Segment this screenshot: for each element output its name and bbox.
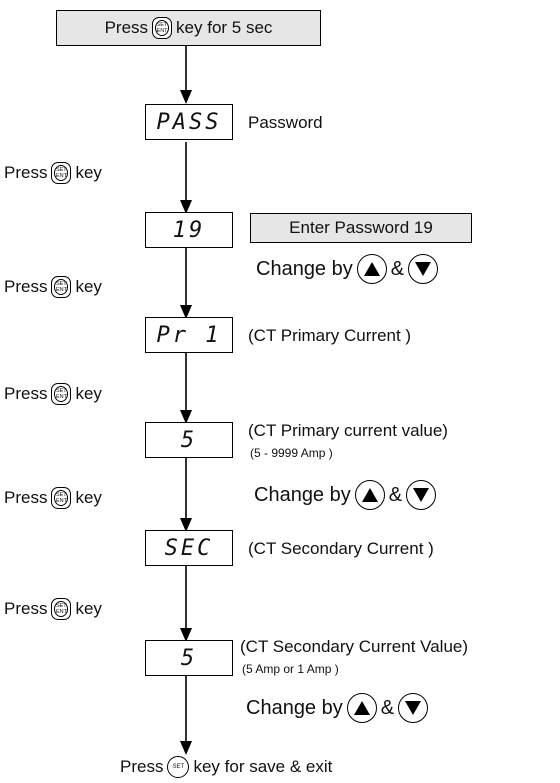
display-19: 19 xyxy=(145,212,233,248)
press-text: Press xyxy=(4,163,48,182)
key-text: key xyxy=(75,384,102,403)
change-by-text: Change by xyxy=(246,696,343,719)
ampersand-text: & xyxy=(380,696,395,719)
ct-primary-value-label: (CT Primary current value) xyxy=(248,421,448,440)
save-exit-instruction: Press SET key for save & exit xyxy=(120,756,332,778)
start-press-text: Press xyxy=(104,18,149,37)
display-sec: SEC xyxy=(145,530,233,566)
display-secondary-value: 5 xyxy=(145,640,233,676)
display-pass: PASS xyxy=(145,104,233,140)
up-arrow-icon xyxy=(346,693,377,723)
key-text: key xyxy=(75,163,102,182)
ct-primary-label: (CT Primary Current ) xyxy=(248,326,412,345)
enter-password-box: Enter Password 19 xyxy=(250,213,472,243)
footer-press-text: Press xyxy=(120,757,164,776)
display-primary-value: 5 xyxy=(145,422,233,458)
footer-key-text: key for save & exit xyxy=(193,757,333,776)
ampersand-text: & xyxy=(390,257,405,280)
press-text: Press xyxy=(4,488,48,507)
key-text: key xyxy=(75,277,102,296)
down-arrow-icon xyxy=(406,480,437,510)
change-by-row: Change by & xyxy=(256,254,439,284)
key-text: key xyxy=(75,599,102,618)
change-by-text: Change by xyxy=(256,257,353,280)
display-pr1: Pr 1 xyxy=(145,317,233,353)
down-arrow-icon xyxy=(408,254,439,284)
ct-primary-range: (5 - 9999 Amp ) xyxy=(250,446,333,460)
press-text: Press xyxy=(4,384,48,403)
key-text: key xyxy=(75,488,102,507)
set-key-icon: SET xyxy=(167,756,190,778)
ct-secondary-range: (5 Amp or 1 Amp ) xyxy=(242,662,339,676)
change-by-row: Change by & xyxy=(246,693,429,723)
up-arrow-icon xyxy=(354,480,385,510)
ampersand-text: & xyxy=(388,483,403,506)
change-by-text: Change by xyxy=(254,483,351,506)
ct-secondary-label: (CT Secondary Current ) xyxy=(248,539,434,558)
password-label: Password xyxy=(248,113,323,132)
up-arrow-icon xyxy=(356,254,387,284)
start-key-text: key for 5 sec xyxy=(176,18,273,37)
change-by-row: Change by & xyxy=(254,480,437,510)
enter-password-label: Enter Password 19 xyxy=(289,218,433,237)
press-text: Press xyxy=(4,277,48,296)
down-arrow-icon xyxy=(398,693,429,723)
ct-secondary-value-label: (CT Secondary Current Value) xyxy=(240,637,469,656)
press-text: Press xyxy=(4,599,48,618)
